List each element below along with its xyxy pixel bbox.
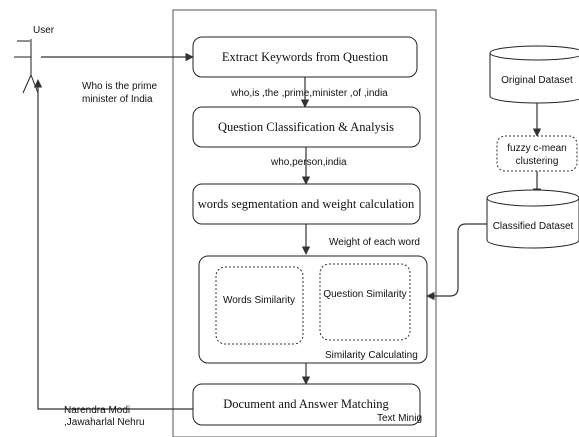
weight-note: Weight of each word: [329, 237, 420, 248]
segmentation-label: words segmentation and weight calculatio…: [198, 197, 415, 211]
question-similarity-box: [319, 263, 411, 341]
matching-label: Document and Answer Matching: [223, 397, 389, 411]
matching-caption: Text Minig: [377, 413, 422, 424]
user-actor-icon: [14, 39, 39, 94]
classified-dataset-label: Classified Dataset: [493, 221, 574, 232]
clustering-label-line2: clustering: [516, 156, 559, 167]
query-text-line1: Who is the prime: [82, 81, 157, 92]
answer-text-line1: Narendra Modi: [64, 405, 130, 416]
answer-return-arrow: [33, 79, 193, 410]
keywords-list: who,is ,the ,prime,minister ,of ,india: [230, 88, 388, 99]
query-text-line2: minister of India: [82, 94, 153, 105]
clustering-label-line1: fuzzy c-mean: [507, 143, 566, 154]
words-similarity-box: [215, 266, 304, 345]
original-dataset-label: Original Dataset: [501, 75, 573, 86]
original-dataset-icon: [489, 45, 579, 104]
answer-text-line2: ,Jawaharlal Nehru: [64, 417, 145, 428]
classified-terms: who,person,india: [270, 157, 347, 168]
user-label: User: [33, 25, 55, 36]
arrow-classified-to-similarity: [426, 223, 487, 301]
classification-label: Question Classification & Analysis: [218, 120, 394, 134]
similarity-caption: Similarity Calculating: [325, 350, 418, 361]
extract-keywords-label: Extract Keywords from Question: [222, 50, 389, 64]
classified-dataset-icon: [486, 189, 579, 249]
clustering-box: [496, 135, 578, 172]
question-similarity-label: Question Similarity: [323, 289, 406, 300]
matching-box: [192, 383, 421, 426]
words-similarity-label: Words Similarity: [223, 295, 295, 306]
system-frame: [172, 9, 437, 437]
